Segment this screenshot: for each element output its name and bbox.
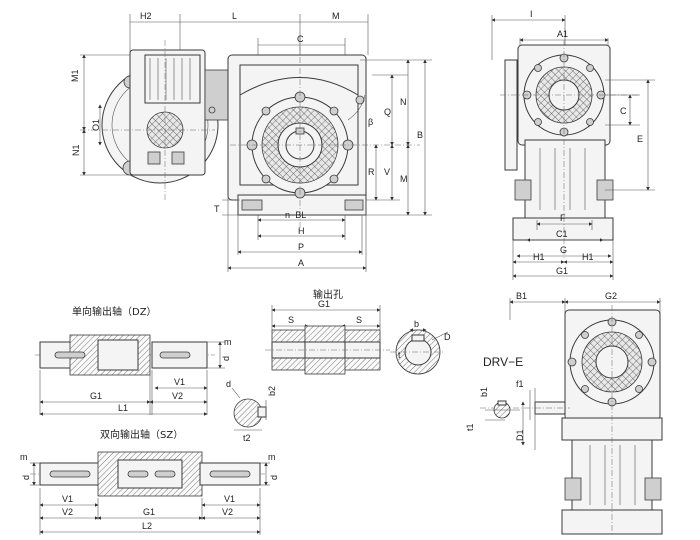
drv-dim-B1: B1 — [516, 291, 527, 301]
hole-dim-t: t — [398, 350, 401, 360]
dim-beta: β — [368, 117, 373, 127]
dim-Q: Q — [384, 107, 391, 117]
hole-dim-S-right: S — [356, 315, 362, 325]
key-dim-t2: t2 — [243, 433, 251, 443]
sz-dim-m-left: m — [20, 452, 28, 462]
key-dim-d: d — [226, 379, 231, 389]
dz-dim-L1: L1 — [118, 403, 128, 413]
dim-G1: G1 — [556, 266, 568, 276]
dim-N: N — [400, 97, 407, 107]
sz-dim-V2-left: V2 — [62, 507, 73, 517]
dim-L: L — [232, 11, 237, 21]
dim-C: C — [297, 34, 304, 44]
dim-B: B — [417, 130, 423, 140]
dim-M-right: M — [400, 174, 408, 184]
dz-dim-m: m — [224, 337, 232, 347]
sz-title: 双向输出轴（SZ） — [100, 428, 183, 441]
dim-C-side: C — [620, 106, 627, 116]
output-hole: 输出孔 G1 S S b D t — [265, 288, 451, 375]
sz-dim-V1-left: V1 — [62, 494, 73, 504]
sz-dim-d-left: d — [21, 475, 31, 480]
dim-H: H — [298, 226, 305, 236]
dim-H1-right: H1 — [582, 252, 594, 262]
dim-F: F — [560, 213, 566, 223]
hole-dim-G1: G1 — [318, 299, 330, 309]
drv-title: DRV−E — [483, 355, 523, 369]
dim-R: R — [368, 167, 375, 177]
drv-dim-D1: D1 — [515, 429, 525, 441]
hole-title: 输出孔 — [313, 288, 343, 301]
single-output-shaft-dz: 单向输出轴（DZ） m d V1 G1 V2 L1 — [35, 305, 232, 416]
dim-O1: O1 — [91, 119, 101, 131]
dim-M1: M1 — [70, 69, 80, 82]
dz-dim-G1: G1 — [90, 391, 102, 401]
hole-dim-b: b — [414, 319, 419, 329]
sz-dim-V1-right: V1 — [224, 494, 235, 504]
double-output-shaft-sz: 双向输出轴（SZ） m m d d V1 V1 V2 G1 V2 — [20, 428, 279, 535]
dz-dim-d: d — [221, 356, 231, 361]
sz-dim-L2: L2 — [142, 521, 152, 531]
sz-dim-V2-right: V2 — [222, 507, 233, 517]
dim-A1: A1 — [557, 29, 568, 39]
drv-dim-G2: G2 — [605, 291, 617, 301]
dz-dim-V2: V2 — [172, 391, 183, 401]
hole-dim-D: D — [444, 332, 451, 342]
side-view: I A1 C E F C1 G H1 H1 G1 — [491, 9, 655, 280]
dim-I: I — [530, 9, 533, 19]
dim-N1: N1 — [71, 144, 81, 156]
dim-nBL: n−BL — [285, 210, 306, 220]
dim-G: G — [560, 245, 567, 255]
key-dim-b2: b2 — [267, 386, 277, 396]
dim-T: T — [214, 204, 220, 214]
sz-dim-m-right: m — [268, 452, 276, 462]
dim-H1-left: H1 — [533, 252, 545, 262]
dz-dim-V1: V1 — [174, 377, 185, 387]
dim-P: P — [298, 242, 304, 252]
dim-H2: H2 — [140, 11, 152, 21]
drv-e-view: DRV−E B1 G2 f1 b1 t1 D1 — [465, 291, 663, 535]
dim-V: V — [384, 167, 390, 177]
sz-dim-d-right: d — [269, 475, 279, 480]
sz-dim-G1: G1 — [143, 507, 155, 517]
drv-dim-b1: b1 — [479, 387, 489, 397]
dim-C1: C1 — [556, 229, 568, 239]
drv-dim-f1: f1 — [516, 379, 524, 389]
front-view: H2 L M C M1 N1 O1 β N Q B R V M T n−BL H… — [70, 11, 432, 272]
key-section: d b2 t2 — [226, 379, 277, 443]
dz-title: 单向输出轴（DZ） — [72, 305, 157, 318]
dim-E: E — [637, 134, 643, 144]
dim-A: A — [298, 258, 304, 268]
dim-M-top: M — [332, 11, 340, 21]
drv-dim-t1: t1 — [465, 423, 475, 431]
hole-dim-S-left: S — [288, 315, 294, 325]
